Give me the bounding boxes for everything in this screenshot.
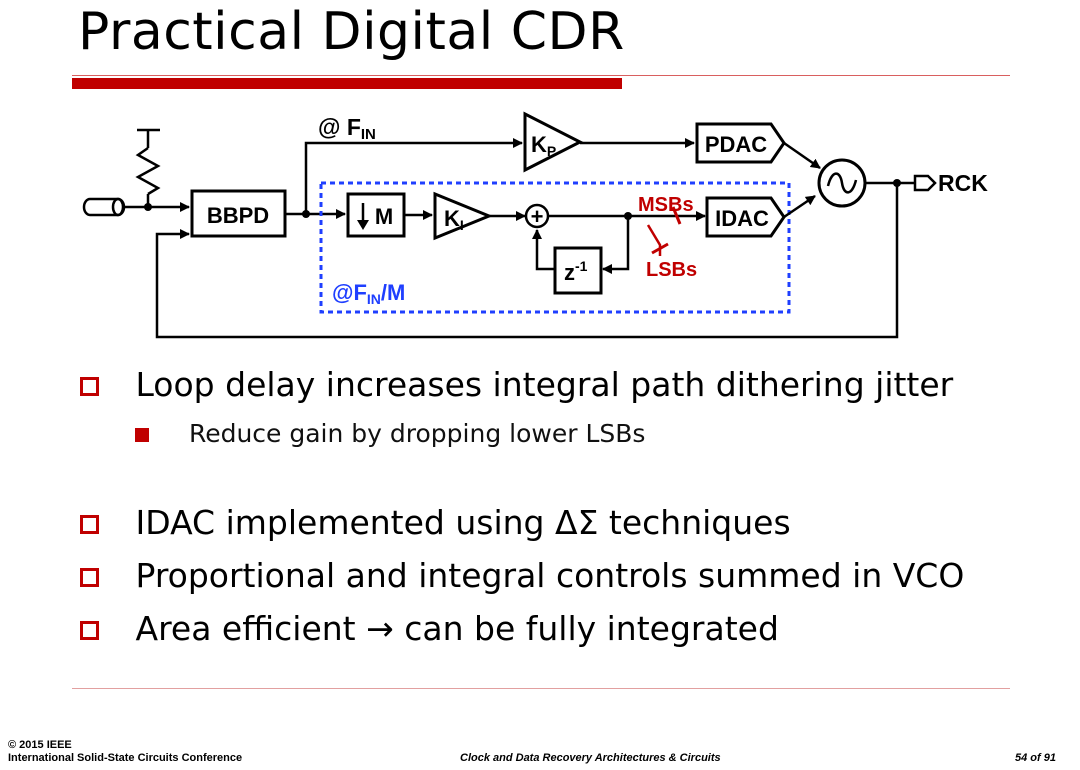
footer-course-title: Clock and Data Recovery Architectures & … [460,752,721,764]
svg-text:+: + [531,204,544,229]
svg-text:KP: KP [531,132,556,159]
footer-page-number: 54 of 91 [1015,752,1056,764]
title-underline [72,75,1010,76]
proportional-path [304,138,523,214]
kp-gain-block [523,111,584,173]
msbs-label: MSBs [638,194,694,216]
footer-divider [72,688,1010,689]
list-item: Loop delay increases integral path dithe… [80,365,953,404]
hollow-square-bullet-icon [80,621,99,640]
svg-text:@ FIN: @ FIN [318,114,376,143]
filled-square-bullet-icon [135,428,149,442]
pdac-block [695,122,786,164]
bbpd-label: BBPD [207,203,269,228]
delay-block [553,246,603,295]
cdr-block-diagram: BBPD @ FIN M KI + z-1 MSBs LSBs IDAC @FI… [82,111,988,339]
footer-copyright: © 2015 IEEE [8,739,72,751]
footer-conference: International Solid-State Circuits Confe… [8,752,243,764]
svg-text:KI: KI [444,206,464,233]
feedback-path [155,183,899,339]
slide-title: Practical Digital CDR [78,2,625,62]
hollow-square-bullet-icon [80,377,99,396]
rck-label: RCK [938,170,988,196]
svg-text:z-1: z-1 [564,258,588,285]
list-item: IDAC implemented using ΔΣ techniques [80,503,791,542]
hollow-square-bullet-icon [80,515,99,534]
list-item: Area efficient → can be fully integrated [80,609,779,648]
lsbs-label: LSBs [646,259,697,281]
svg-text:M: M [375,204,393,229]
decimator-block [346,192,406,238]
idac-block [705,196,786,238]
title-accent-bar [72,78,622,89]
input-port-icon [82,197,126,217]
svg-text:IDAC: IDAC [715,206,769,231]
rck-output-port [913,174,937,192]
list-item: Reduce gain by dropping lower LSBs [135,419,645,448]
hollow-square-bullet-icon [80,568,99,587]
ki-gain-block [433,191,493,241]
termination-resistor [135,128,161,207]
integral-path-region [319,181,791,314]
svg-text:@FIN/M: @FIN/M [332,280,405,307]
list-item: Proportional and integral controls summe… [80,556,964,595]
svg-text:PDAC: PDAC [705,132,767,157]
